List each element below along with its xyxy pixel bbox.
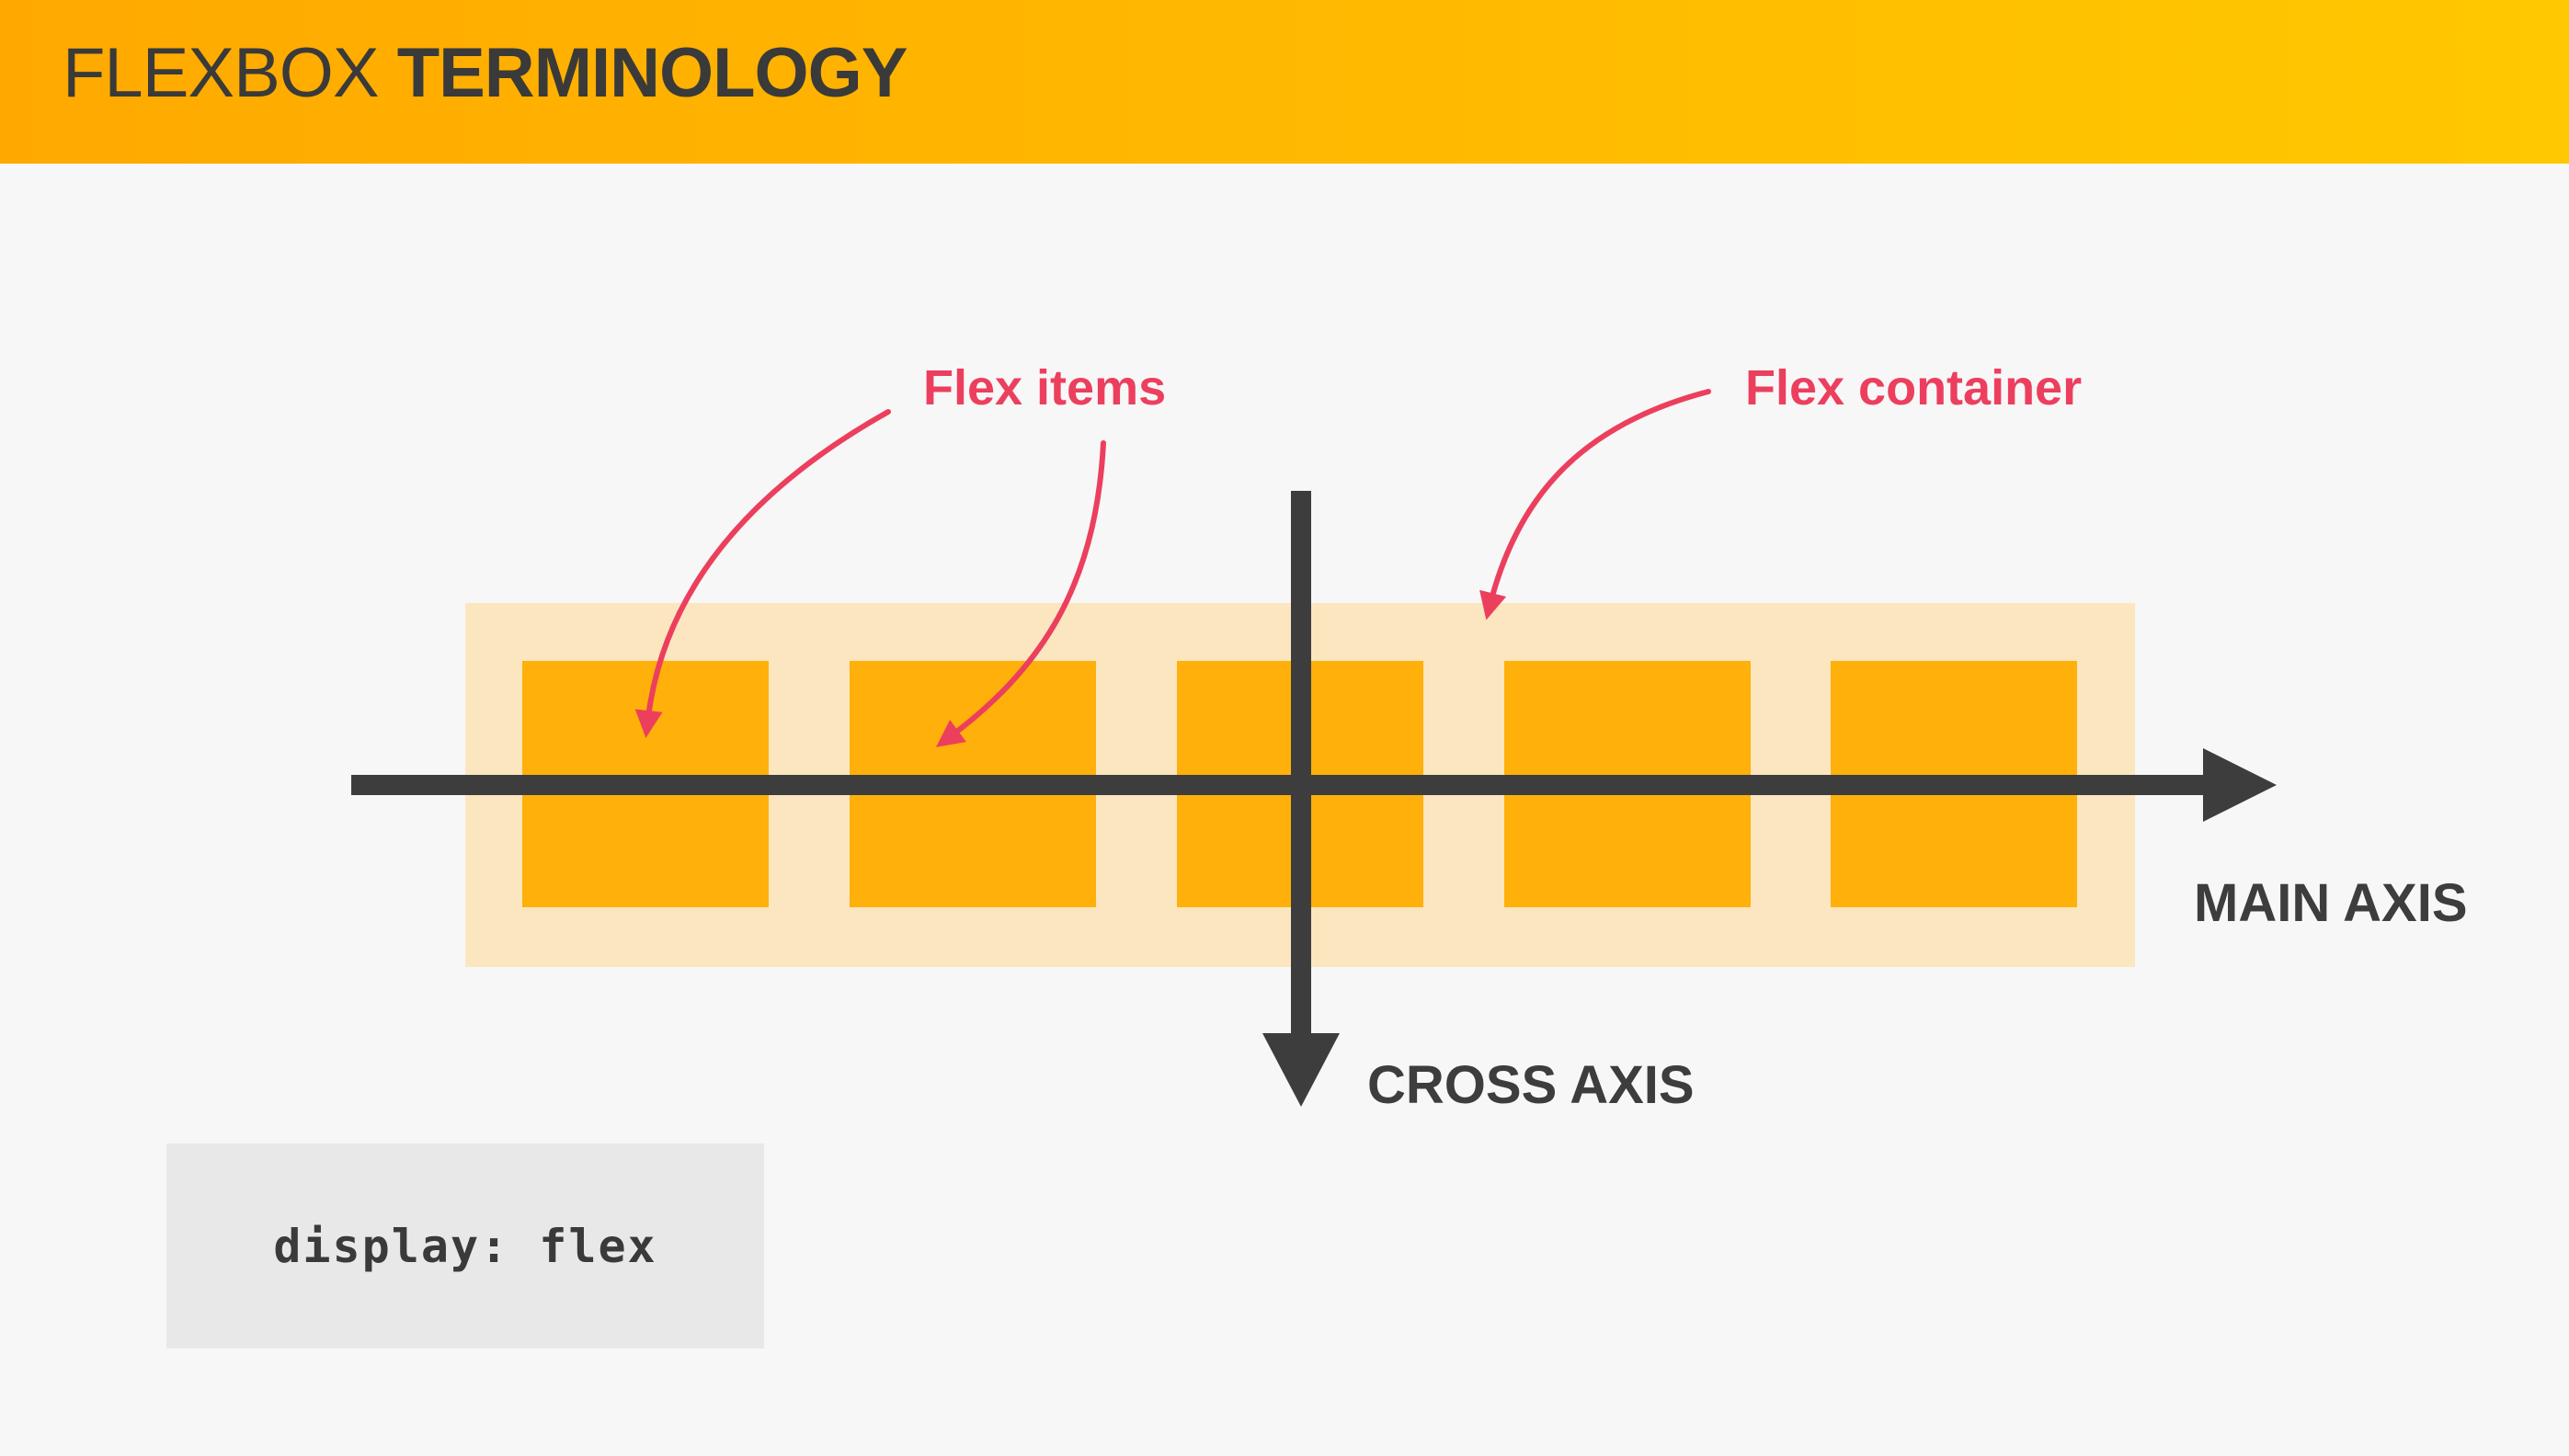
main-axis-label: MAIN AXIS [2194, 873, 2468, 933]
flex-container-label: Flex container [1745, 360, 2082, 415]
title-light-part: FLEXBOX [63, 34, 397, 112]
cross-axis-arrow [1262, 491, 1340, 1107]
flex-items-arrow-1 [634, 409, 891, 738]
cross-axis-label: CROSS AXIS [1367, 1055, 1695, 1115]
flex-items-arrow-2 [935, 440, 1106, 747]
code-snippet-box: display: flex [166, 1143, 764, 1348]
main-axis-arrow [351, 748, 2277, 822]
title-bold-part: TERMINOLOGY [396, 34, 908, 112]
code-snippet-text: display: flex [273, 1219, 657, 1273]
flex-container-arrow [1479, 389, 1711, 620]
flex-items-label: Flex items [923, 360, 1166, 415]
annotation-arrows [634, 389, 1711, 747]
header-bar: FLEXBOX TERMINOLOGY [0, 0, 2569, 164]
page-title: FLEXBOX TERMINOLOGY [63, 28, 908, 119]
